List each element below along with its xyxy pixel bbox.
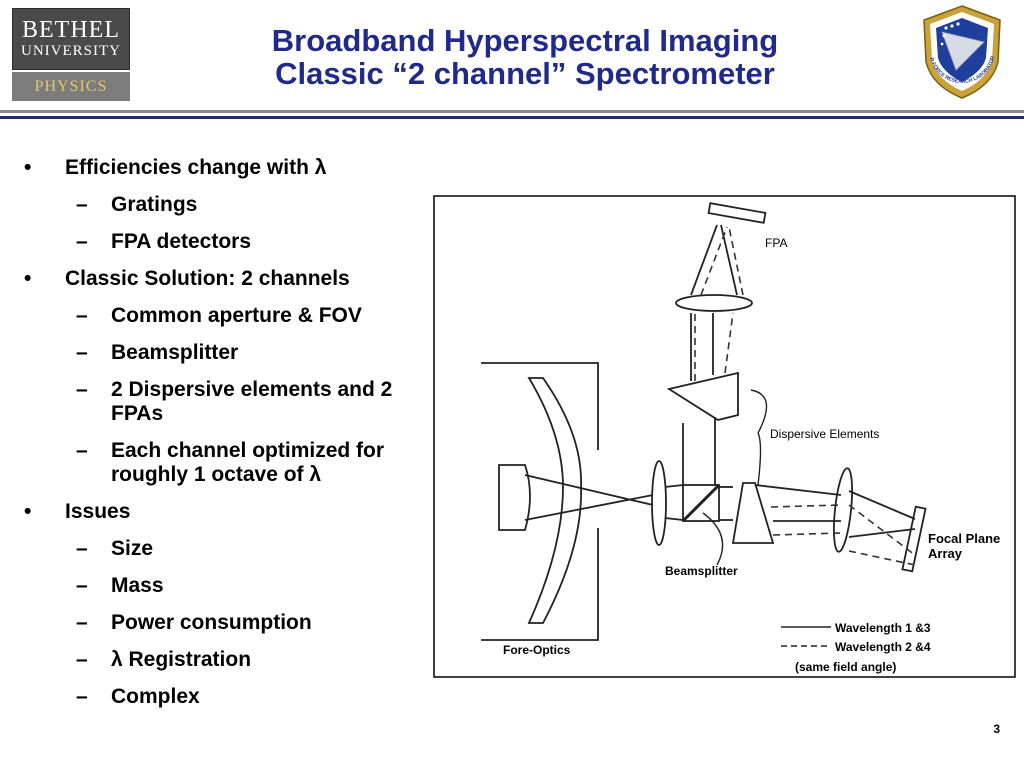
dash-marker: – <box>76 611 88 634</box>
right-focus-dashed-top <box>848 504 916 556</box>
sub-bullet-item: –Gratings <box>24 193 434 217</box>
bullet-text: Beamsplitter <box>111 341 239 364</box>
bullet-text: Size <box>111 537 154 560</box>
dash-marker: – <box>76 341 88 364</box>
upper-focus-dashed-left <box>700 226 728 296</box>
sub-bullet-item: –Common aperture & FOV <box>24 304 434 328</box>
bullet-marker: • <box>24 267 32 290</box>
label-same-field-angle: (same field angle) <box>795 660 896 674</box>
header-rule-navy <box>0 116 1024 119</box>
bullet-item: • Efficiencies change with λ <box>24 156 434 180</box>
bullet-text: Issues <box>65 500 131 523</box>
sub-bullet-item: –Mass <box>24 574 434 598</box>
logo-line-university: UNIVERSITY <box>21 43 121 59</box>
label-beamsplitter: Beamsplitter <box>665 564 738 578</box>
sub-bullet-item: –FPA detectors <box>24 230 434 254</box>
bullet-text: Common aperture & FOV <box>111 304 362 327</box>
title-line-1: Broadband Hyperspectral Imaging <box>271 23 779 58</box>
upper-dashed-ray-right <box>724 312 734 374</box>
fore-optics-housing-bottom <box>481 528 599 641</box>
label-wavelength-2-4: Wavelength 2 &4 <box>835 640 931 654</box>
logo-line-bethel: BETHEL <box>22 17 120 43</box>
beamsplitter-leader <box>702 512 724 566</box>
logo-university-block: BETHEL UNIVERSITY <box>12 8 130 70</box>
sub-bullet-item: –Complex <box>24 685 434 709</box>
bullet-text: FPA detectors <box>111 230 252 253</box>
bullet-text: λ Registration <box>111 648 252 671</box>
right-prism <box>731 482 775 544</box>
slide-title: Broadband Hyperspectral Imaging Classic … <box>150 24 900 90</box>
spectrometer-diagram: FPA Dispersive Elements Focal Plane Arra… <box>433 195 1016 678</box>
bullet-text: Mass <box>111 574 164 597</box>
upper-lens <box>675 294 753 312</box>
bullet-text: Gratings <box>111 193 198 216</box>
focal-plane-array <box>901 505 927 573</box>
title-line-2: Classic “2 channel” Spectrometer <box>275 56 775 91</box>
sub-bullet-item: –λ Registration <box>24 648 434 672</box>
fore-optics-housing-top <box>481 362 599 450</box>
dash-marker: – <box>76 574 88 597</box>
upper-focus-ray-left <box>690 224 718 296</box>
dash-marker: – <box>76 537 88 560</box>
dispersive-leader-lower <box>757 432 762 486</box>
dash-marker: – <box>76 230 88 253</box>
bullet-text: Complex <box>111 685 200 708</box>
bullet-marker: • <box>24 156 32 179</box>
dash-marker: – <box>76 304 88 327</box>
beamsplitter-cube <box>682 484 720 522</box>
bullet-text: Efficiencies change with λ <box>65 156 327 179</box>
logo-line-physics: PHYSICS <box>12 72 130 101</box>
diagram-frame <box>433 195 1016 678</box>
afrl-seal-logo: AIR FORCE RESEARCH LABORATORY <box>912 2 1001 99</box>
bullet-text: Power consumption <box>111 611 312 634</box>
collimated-ray-top <box>664 484 684 488</box>
sub-bullet-item: –Beamsplitter <box>24 341 434 365</box>
bullet-text: 2 Dispersive elements and 2 FPAs <box>111 378 393 425</box>
dispersive-leader-upper <box>750 389 768 434</box>
right-focus-ray-bottom <box>848 528 916 538</box>
bullet-item: • Issues <box>24 500 434 524</box>
right-ray-top <box>754 484 842 496</box>
bullet-text: Each channel optimized for roughly 1 oct… <box>111 439 385 486</box>
collimated-ray-bottom <box>664 517 684 521</box>
beamsplitter-diagonal <box>681 483 721 523</box>
bullet-item: • Classic Solution: 2 channels <box>24 267 434 291</box>
collimating-lens <box>651 460 667 546</box>
bethel-physics-logo: BETHEL UNIVERSITY PHYSICS <box>12 8 130 101</box>
sub-bullet-item: –Each channel optimized for roughly 1 oc… <box>24 439 434 487</box>
right-lens <box>833 467 853 553</box>
sub-bullet-item: –Power consumption <box>24 611 434 635</box>
right-focus-ray-top <box>848 490 916 520</box>
primary-mirror <box>527 377 582 624</box>
bullet-list: •Efficiencies change with λ–Gratings–FPA… <box>24 156 434 722</box>
upper-prism <box>666 371 739 421</box>
dash-marker: – <box>76 378 88 401</box>
label-dispersive-elements: Dispersive Elements <box>770 427 879 441</box>
label-fpa: FPA <box>765 236 787 250</box>
label-wavelength-1-3: Wavelength 1 &3 <box>835 621 931 635</box>
dash-marker: – <box>76 685 88 708</box>
dash-marker: – <box>76 648 88 671</box>
page-number: 3 <box>993 722 1000 736</box>
label-focal-plane-line1: Focal Plane <box>928 531 1000 546</box>
secondary-mirror <box>498 464 531 531</box>
dash-marker: – <box>76 439 88 462</box>
dash-marker: – <box>76 193 88 216</box>
bullet-marker: • <box>24 500 32 523</box>
top-fpa <box>707 202 767 224</box>
sub-bullet-item: –2 Dispersive elements and 2 FPAs <box>24 378 434 426</box>
sub-bullet-item: –Size <box>24 537 434 561</box>
label-fore-optics: Fore-Optics <box>503 643 571 657</box>
fore-ray-2 <box>524 494 654 521</box>
header-rule-gray <box>0 110 1024 113</box>
label-focal-plane-line2: Array <box>928 546 963 561</box>
bullet-text: Classic Solution: 2 channels <box>65 267 350 290</box>
